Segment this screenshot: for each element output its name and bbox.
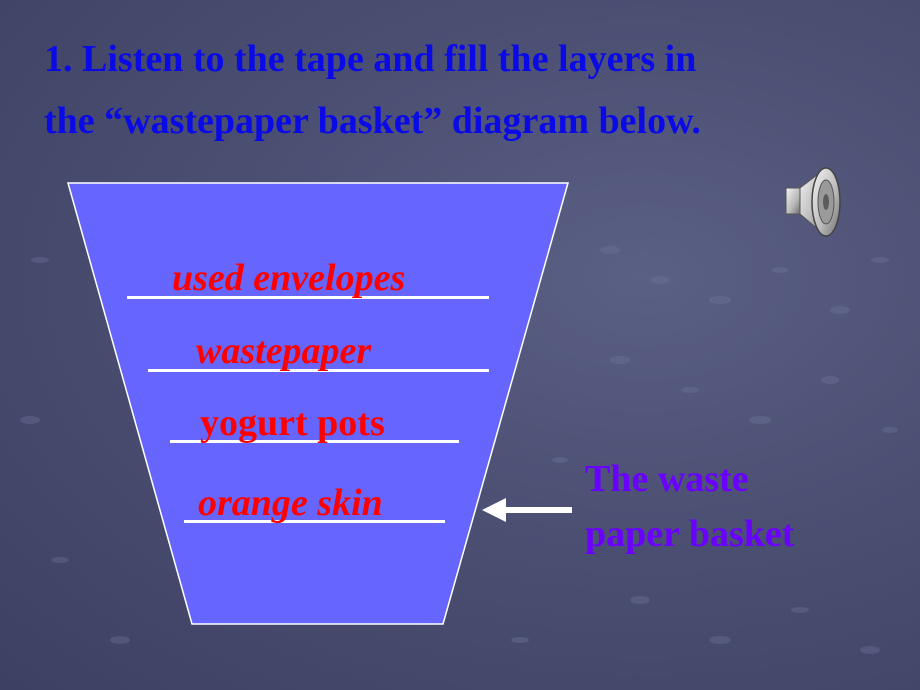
fill-line-4 [184,520,445,523]
basket-label-line-1: The waste [585,458,749,500]
basket-shape [67,182,569,625]
speaker-icon[interactable] [780,160,846,244]
left-arrow-icon [482,498,572,522]
fill-line-2 [148,369,489,372]
title-line-1: 1. Listen to the tape and fill the layer… [44,38,697,80]
basket-label-line-2: paper basket [585,513,795,555]
fill-line-1 [127,296,489,299]
layer-answer-2: wastepaper [196,330,372,372]
basket-label: The waste paper basket [585,452,794,562]
layer-answer-4: orange skin [198,482,383,524]
layer-answer-1: used envelopes [172,257,406,299]
layer-answer-3: yogurt pots [200,402,385,444]
slide-title: 1. Listen to the tape and fill the layer… [44,28,904,152]
title-line-2: the “wastepaper basket” diagram below. [44,100,701,142]
fill-line-3 [170,440,459,443]
